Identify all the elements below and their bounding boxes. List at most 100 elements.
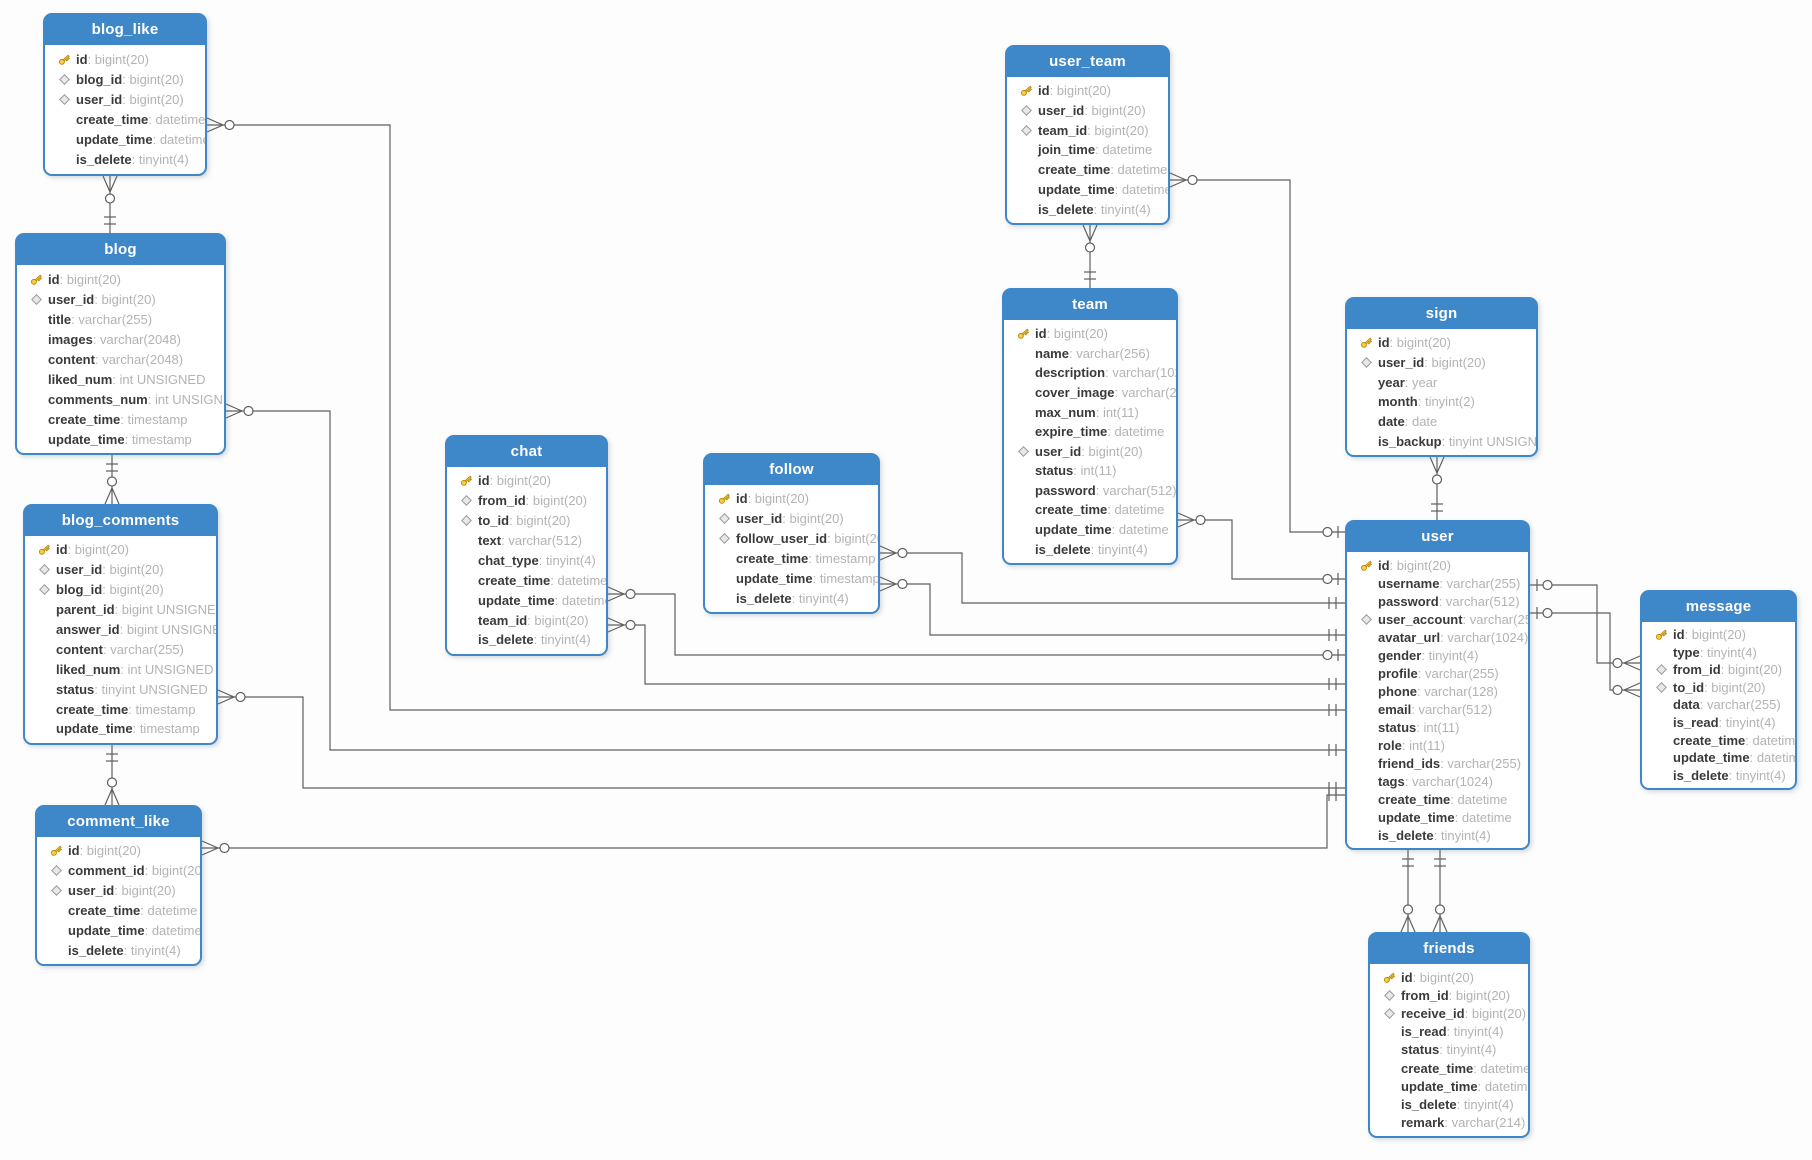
field-name: gender — [1378, 647, 1422, 663]
field-type: datetime — [1095, 142, 1152, 157]
field-type: varchar(255) — [1700, 697, 1781, 712]
relationship-follow-user[interactable] — [879, 576, 1345, 641]
table-sign[interactable]: sign idbigint(20)user_idbigint(20)yearye… — [1345, 297, 1538, 457]
foreign-key-icon — [1360, 357, 1372, 368]
relationship-sign-user[interactable] — [1429, 456, 1445, 520]
field-type: bigint(20) — [1721, 662, 1782, 677]
field-row: liked_numint UNSIGNED — [25, 659, 216, 679]
field-name: phone — [1378, 683, 1417, 699]
field-name: user_id — [68, 883, 115, 899]
relationship-user_team-team[interactable] — [1082, 224, 1098, 288]
field-type: varchar(512) — [1411, 702, 1492, 717]
primary-key-icon — [460, 476, 472, 487]
table-fields: idbigint(20)comment_idbigint(20)user_idb… — [37, 837, 200, 960]
foreign-key-slot — [454, 514, 478, 527]
field-type: datetime — [145, 923, 200, 938]
primary-key-slot — [1377, 970, 1401, 985]
field-row: idbigint(20) — [705, 489, 878, 509]
field-name: id — [736, 491, 748, 507]
relationship-chat-user[interactable] — [607, 617, 1345, 690]
field-type: tinyint(4) — [534, 632, 591, 647]
field-row: idbigint(20) — [45, 49, 205, 69]
field-row: is_deletetinyint(4) — [1642, 766, 1795, 784]
table-user[interactable]: user idbigint(20)usernamevarchar(255)pas… — [1345, 520, 1530, 850]
table-chat[interactable]: chat idbigint(20)from_idbigint(20)to_idb… — [445, 435, 608, 656]
table-fields: idbigint(20)namevarchar(256)descriptionv… — [1004, 320, 1176, 559]
table-blog_like[interactable]: blog_like idbigint(20)blog_idbigint(20)u… — [43, 13, 207, 176]
field-row: is_readtinyint(4) — [1642, 714, 1795, 732]
field-type: bigint(20) — [114, 883, 175, 898]
relationship-follow-user[interactable] — [879, 545, 1345, 609]
field-type: timestamp — [128, 702, 196, 717]
foreign-key-slot — [454, 494, 478, 507]
relationship-user-friends[interactable] — [1400, 850, 1416, 933]
relationship-user_team-user[interactable] — [1169, 172, 1345, 538]
field-type: tinyint(4) — [1434, 828, 1491, 843]
table-team[interactable]: team idbigint(20)namevarchar(256)descrip… — [1002, 288, 1178, 565]
field-row: idbigint(20) — [1007, 81, 1168, 101]
field-type: timestamp — [125, 432, 192, 447]
primary-key-slot — [1354, 335, 1378, 350]
field-name: id — [1038, 83, 1050, 99]
relationship-user-message[interactable] — [1530, 579, 1641, 671]
primary-key-slot — [712, 491, 736, 506]
foreign-key-slot — [52, 93, 76, 106]
table-title: sign — [1347, 299, 1536, 329]
relationship-blog-blog_comments[interactable] — [104, 455, 120, 505]
field-row: expire_timedatetime — [1004, 422, 1176, 442]
field-row: team_idbigint(20) — [1007, 120, 1168, 140]
field-row: user_idbigint(20) — [25, 560, 216, 580]
field-type: varchar(1024) — [1440, 630, 1528, 645]
foreign-key-icon — [38, 584, 50, 596]
field-name: status — [1401, 1042, 1440, 1058]
relationship-chat-user[interactable] — [607, 586, 1345, 661]
field-row: create_timedatetime — [447, 570, 606, 590]
field-row: is_deletetinyint(4) — [45, 150, 205, 170]
relationship-user-friends[interactable] — [1432, 850, 1448, 933]
field-type: varchar(1024) — [1105, 365, 1176, 380]
foreign-key-slot — [1649, 663, 1673, 676]
field-name: from_id — [1401, 987, 1449, 1003]
field-row: is_backuptinyint UNSIGNED — [1347, 431, 1536, 451]
field-row: create_timedatetime — [1007, 160, 1168, 180]
relationship-team-user[interactable] — [1177, 512, 1345, 585]
relationship-blog_like-blog[interactable] — [102, 175, 118, 233]
field-type: bigint(20) — [1047, 326, 1108, 341]
field-name: create_time — [478, 572, 551, 588]
foreign-key-icon — [718, 513, 730, 525]
foreign-key-icon — [718, 533, 730, 545]
table-blog[interactable]: blog idbigint(20)user_idbigint(20)titlev… — [15, 233, 226, 455]
field-row: update_timedatetime — [37, 920, 200, 940]
relationship-blog_comments-user[interactable] — [217, 689, 1345, 794]
relationship-blog-user[interactable] — [225, 403, 1345, 756]
relationship-blog_comments-comment_like[interactable] — [104, 745, 120, 806]
field-row: comments_numint UNSIGNED — [17, 389, 224, 409]
table-fields: idbigint(20)user_idbigint(20)follow_user… — [705, 485, 878, 608]
relationship-user-message[interactable] — [1530, 607, 1641, 698]
field-name: id — [56, 542, 68, 558]
field-name: update_time — [478, 592, 555, 608]
table-friends[interactable]: friends idbigint(20)from_idbigint(20)rec… — [1368, 932, 1530, 1138]
table-user_team[interactable]: user_team idbigint(20)user_idbigint(20)t… — [1005, 45, 1170, 225]
field-type: int(11) — [1416, 720, 1460, 735]
field-row: update_timedatetime — [1004, 520, 1176, 540]
field-name: team_id — [1038, 122, 1088, 138]
field-row: namevarchar(256) — [1004, 344, 1176, 364]
table-blog_comments[interactable]: blog_comments idbigint(20)user_idbigint(… — [23, 504, 218, 745]
table-message[interactable]: message idbigint(20)typetinyint(4)from_i… — [1640, 590, 1797, 790]
field-type: datetime — [550, 573, 606, 588]
field-name: is_read — [1401, 1024, 1447, 1040]
field-row: cover_imagevarchar(255) — [1004, 383, 1176, 403]
field-name: id — [478, 473, 490, 489]
relationship-comment_like-user[interactable] — [201, 789, 1345, 856]
relationship-blog_like-user[interactable] — [206, 117, 1345, 716]
field-name: update_time — [48, 431, 125, 447]
field-type: bigint(20) — [490, 473, 551, 488]
field-type: bigint(20) — [526, 493, 587, 508]
field-row: statustinyint UNSIGNED — [25, 679, 216, 699]
table-follow[interactable]: follow idbigint(20)user_idbigint(20)foll… — [703, 453, 880, 614]
table-comment_like[interactable]: comment_like idbigint(20)comment_idbigin… — [35, 805, 202, 966]
table-title: chat — [447, 437, 606, 467]
field-type: int(11) — [1073, 463, 1117, 478]
